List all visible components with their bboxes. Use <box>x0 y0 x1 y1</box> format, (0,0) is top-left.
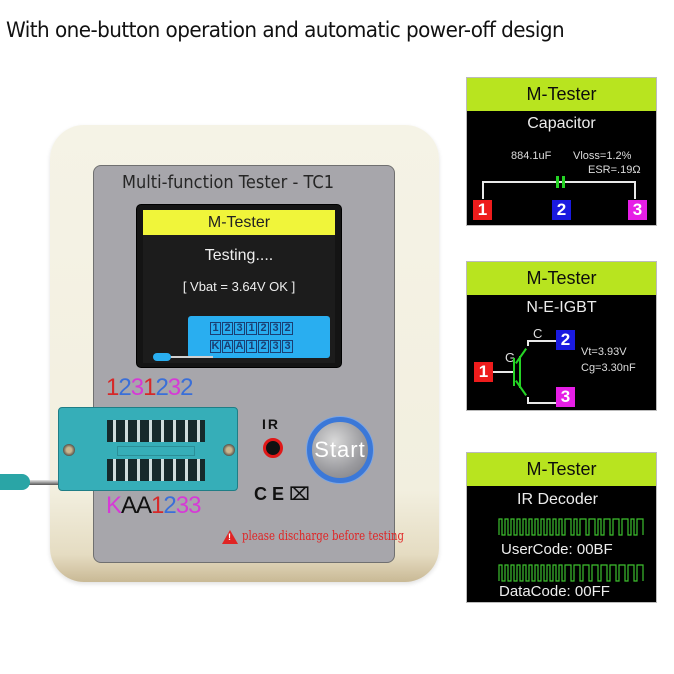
pin-cell: A <box>222 340 233 353</box>
pin-1-badge: 1 <box>473 200 492 220</box>
circuit-wire <box>634 181 636 199</box>
pin-cell: 2 <box>258 322 269 335</box>
cg-value: Cg=3.30nF <box>581 362 636 374</box>
circuit-wire <box>527 340 529 346</box>
device-title: Multi-function Tester - TC1 <box>122 172 335 193</box>
ir-label: IR <box>262 416 280 432</box>
pin-label: 1 <box>106 374 119 401</box>
circuit-wire <box>527 340 556 342</box>
pin-cell: 3 <box>282 340 293 353</box>
progress-indicator <box>153 353 171 361</box>
user-code: UserCode: 00BF <box>501 541 613 558</box>
headline: With one-button operation and automatic … <box>6 18 565 43</box>
pin-2-badge: 2 <box>552 200 571 220</box>
zif-socket[interactable] <box>58 407 238 491</box>
zif-center-bar <box>117 446 195 456</box>
screen-capacitor: M-Tester Capacitor 884.1uF Vloss=1.2% ES… <box>466 77 657 226</box>
pin-label: 3 <box>175 492 189 519</box>
vloss-value: Vloss=1.2% <box>573 150 632 162</box>
screw-icon <box>63 444 75 456</box>
igbt-symbol-icon <box>515 380 527 396</box>
lcd-battery-text: [ Vbat = 3.64V OK ] <box>182 279 296 294</box>
pin-3-badge: 3 <box>556 387 575 407</box>
pin-cell: 3 <box>234 322 245 335</box>
warning-text: please discharge before testing <box>242 529 405 544</box>
pin-label: 1 <box>143 374 156 401</box>
collector-label: C <box>533 326 543 341</box>
pin-label: A <box>121 492 137 519</box>
lcd-screen: M-Tester Testing.... [ Vbat = 3.64V OK ]… <box>143 210 335 363</box>
ce-weee-mark: C E ⌧ <box>254 484 310 504</box>
circuit-wire <box>527 402 556 404</box>
pin-1-badge: 1 <box>474 362 493 382</box>
screen-header: M-Tester <box>467 262 656 295</box>
ir-receiver-port <box>263 438 283 458</box>
circuit-wire <box>493 371 515 373</box>
pin-label: 2 <box>163 492 176 519</box>
circuit-wire <box>527 397 529 403</box>
pin-cell: 1 <box>246 322 257 335</box>
pin-2-badge: 2 <box>556 330 575 350</box>
zif-brand-text <box>75 420 89 490</box>
pin-label: 2 <box>118 374 131 401</box>
gate-label: G <box>505 350 516 365</box>
screen-title: IR Decoder <box>517 491 598 508</box>
zif-lever-handle[interactable] <box>0 474 30 490</box>
zif-lever-rod[interactable] <box>14 480 90 485</box>
warning-notice: please discharge before testing <box>222 529 450 544</box>
lcd-status-text: Testing.... <box>204 247 274 264</box>
start-button[interactable]: Start <box>307 417 373 483</box>
vt-value: Vt=3.93V <box>581 346 627 358</box>
lcd-pin-row-1: 1 2 3 1 2 3 2 <box>210 322 293 335</box>
screw-icon <box>223 444 235 456</box>
pin-label: 2 <box>180 374 193 401</box>
pin-cell: 3 <box>270 322 281 335</box>
circuit-wire <box>482 181 484 199</box>
esr-value: ESR=.19Ω <box>588 164 641 176</box>
zif-slot-bottom <box>107 459 205 481</box>
pin-label: 3 <box>188 492 201 519</box>
screen-header: M-Tester <box>467 78 656 111</box>
screen-ir-decoder: M-Tester IR Decoder UserCode: 00BF DataC… <box>466 452 657 603</box>
pin-label: 3 <box>130 374 144 401</box>
circuit-wire <box>482 181 636 183</box>
pin-label: A <box>136 492 152 519</box>
pin-cell: 3 <box>270 340 281 353</box>
pin-3-badge: 3 <box>628 200 647 220</box>
pin-cell: A <box>234 340 245 353</box>
capacitor-symbol-icon <box>556 176 559 188</box>
igbt-symbol-icon <box>513 358 515 386</box>
lcd-pin-row-2: K A A 1 2 3 3 <box>210 340 293 353</box>
screen-igbt: M-Tester N-E-IGBT C G 2 1 3 Vt=3.93V Cg=… <box>466 261 657 411</box>
pin-cell: 2 <box>222 322 233 335</box>
ir-waveform-icon <box>498 518 644 536</box>
lcd-header: M-Tester <box>143 210 335 235</box>
igbt-symbol-icon <box>515 348 527 364</box>
capacitor-symbol-icon <box>562 176 565 188</box>
ir-waveform-icon <box>498 564 644 582</box>
pin-cell: 1 <box>246 340 257 353</box>
pin-cell: 1 <box>210 322 221 335</box>
warning-triangle-icon <box>222 529 238 544</box>
zif-slot-top <box>107 420 205 442</box>
progress-track <box>157 356 213 358</box>
pin-cell: 2 <box>282 322 293 335</box>
pin-label: 1 <box>151 492 164 519</box>
screen-title: Capacitor <box>527 115 596 132</box>
lcd-pin-map: 1 2 3 1 2 3 2 K A A 1 2 3 3 <box>188 316 330 358</box>
screen-title: N-E-IGBT <box>526 299 597 316</box>
pin-labels-top: 1231232 <box>106 374 194 402</box>
igbt-symbol-icon <box>519 356 521 388</box>
capacitance-value: 884.1uF <box>511 150 552 162</box>
pin-labels-bottom: KAA1233 <box>106 492 202 520</box>
screen-header: M-Tester <box>467 453 656 486</box>
pin-label: 3 <box>167 374 181 401</box>
pin-label: K <box>106 492 122 519</box>
pin-cell: K <box>210 340 221 353</box>
data-code: DataCode: 00FF <box>499 583 610 600</box>
pin-cell: 2 <box>258 340 269 353</box>
main-lcd: M-Tester Testing.... [ Vbat = 3.64V OK ]… <box>136 204 342 368</box>
pin-label: 2 <box>155 374 168 401</box>
